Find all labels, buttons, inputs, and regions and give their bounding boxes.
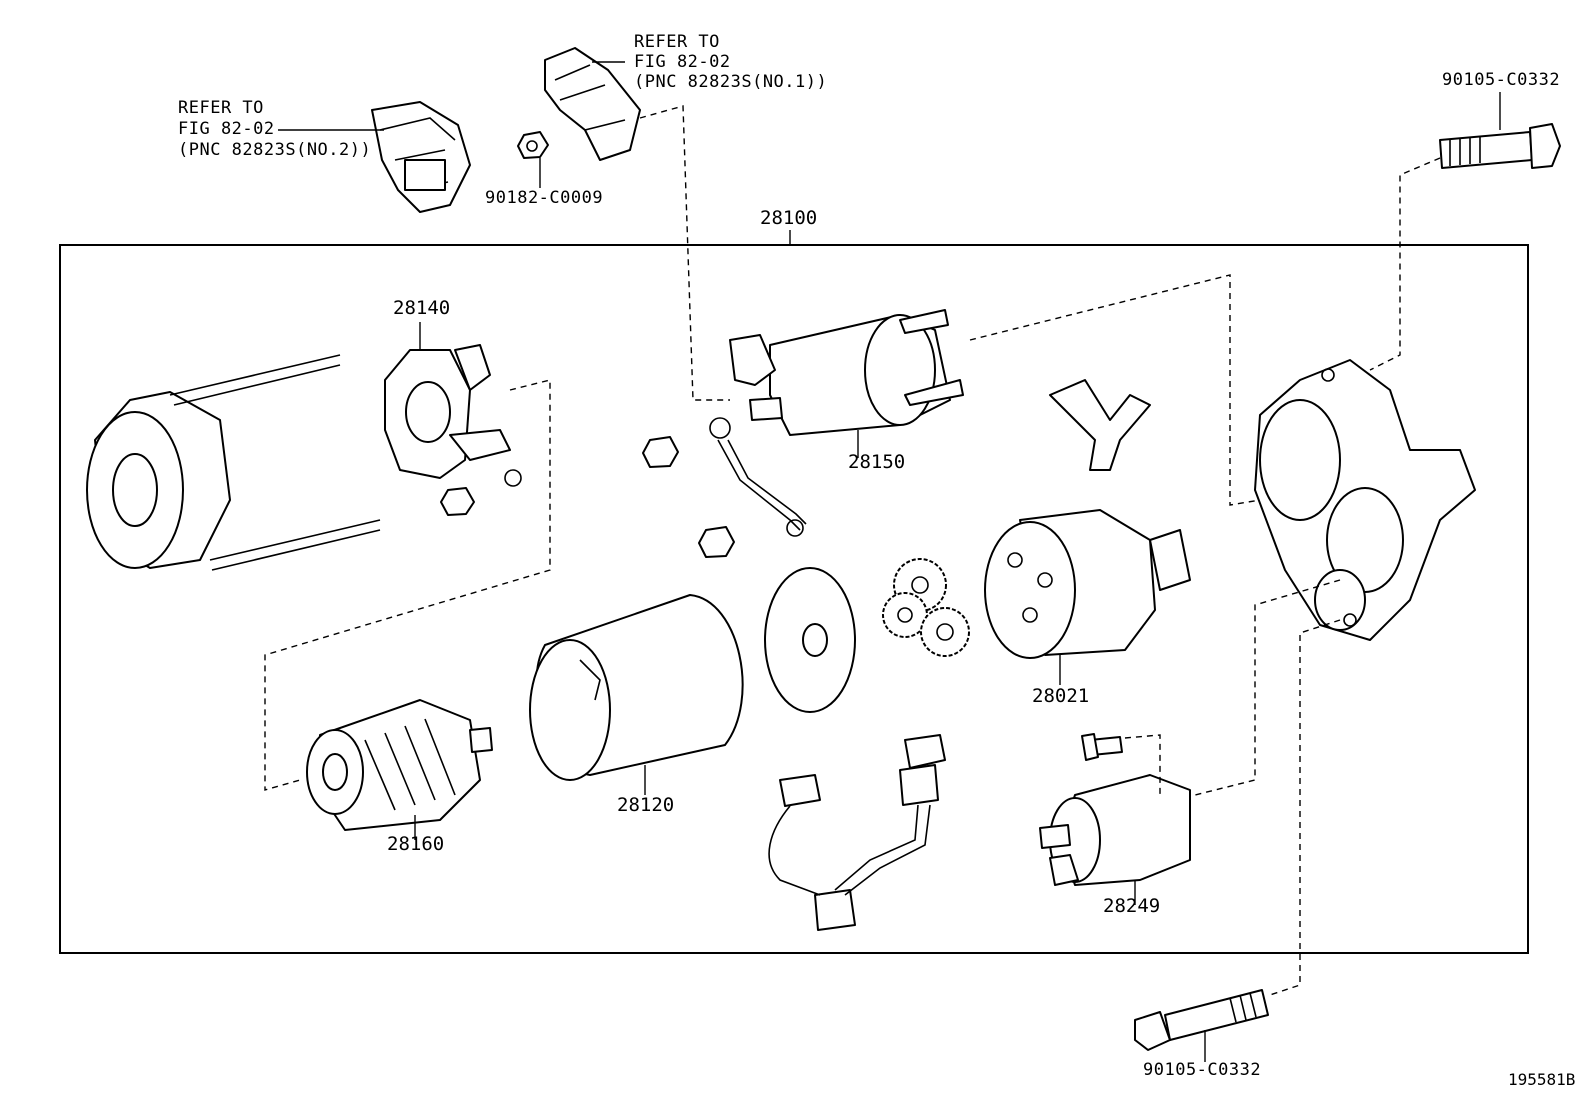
- ref-no2-line2: FIG 82-02: [178, 119, 275, 139]
- assembly-frame: [59, 244, 1529, 954]
- bolt-top-part[interactable]: [1439, 123, 1561, 169]
- magnetic-switch-part[interactable]: [1039, 774, 1191, 886]
- drive-clutch-part[interactable]: [984, 509, 1191, 659]
- planetary-gears-part[interactable]: [882, 558, 970, 657]
- ref-no2-line3: (PNC 82823S(NO.2)): [178, 140, 372, 160]
- label-drive-clutch-28021: 28021: [1032, 685, 1090, 707]
- bolt-bottom-part[interactable]: [1134, 989, 1269, 1051]
- brush-holder-part[interactable]: [384, 344, 522, 487]
- label-nut-90182: 90182-C0009: [485, 188, 604, 208]
- connector-no1-part[interactable]: [544, 47, 641, 161]
- armature-part[interactable]: [306, 699, 493, 831]
- connector-no2-part[interactable]: [371, 101, 471, 213]
- switch-screw-part[interactable]: [1081, 733, 1123, 761]
- label-brush-holder-28140: 28140: [393, 297, 451, 319]
- label-armature-28160: 28160: [387, 833, 445, 855]
- label-solenoid-28150: 28150: [848, 451, 906, 473]
- solenoid-part[interactable]: [729, 309, 964, 436]
- yoke-part[interactable]: [529, 594, 744, 781]
- label-bolt-top: 90105-C0332: [1442, 70, 1561, 90]
- terminal-nut-1-part[interactable]: [642, 436, 679, 468]
- terminal-nut-2-part[interactable]: [698, 526, 735, 558]
- ref-no1-line2: FIG 82-02: [634, 52, 731, 72]
- label-yoke-28120: 28120: [617, 794, 675, 816]
- drive-housing-part[interactable]: [1254, 359, 1476, 641]
- plate-part[interactable]: [764, 567, 856, 713]
- label-switch-28249: 28249: [1103, 895, 1161, 917]
- wire-harness-part[interactable]: [768, 734, 946, 931]
- nut-90182-part[interactable]: [517, 131, 549, 159]
- ref-no1-line3: (PNC 82823S(NO.1)): [634, 72, 828, 92]
- shift-lever-part[interactable]: [1049, 379, 1151, 471]
- ref-no2-line1: REFER TO: [178, 98, 264, 118]
- lead-wire-part[interactable]: [709, 417, 807, 537]
- label-assembly-28100: 28100: [760, 207, 818, 229]
- ref-no1-line1: REFER TO: [634, 32, 720, 52]
- figure-code: 195581B: [1508, 1070, 1576, 1089]
- brush-nut-part[interactable]: [440, 487, 475, 516]
- commutator-end-frame-part[interactable]: [86, 354, 381, 571]
- label-bolt-bottom: 90105-C0332: [1143, 1060, 1262, 1080]
